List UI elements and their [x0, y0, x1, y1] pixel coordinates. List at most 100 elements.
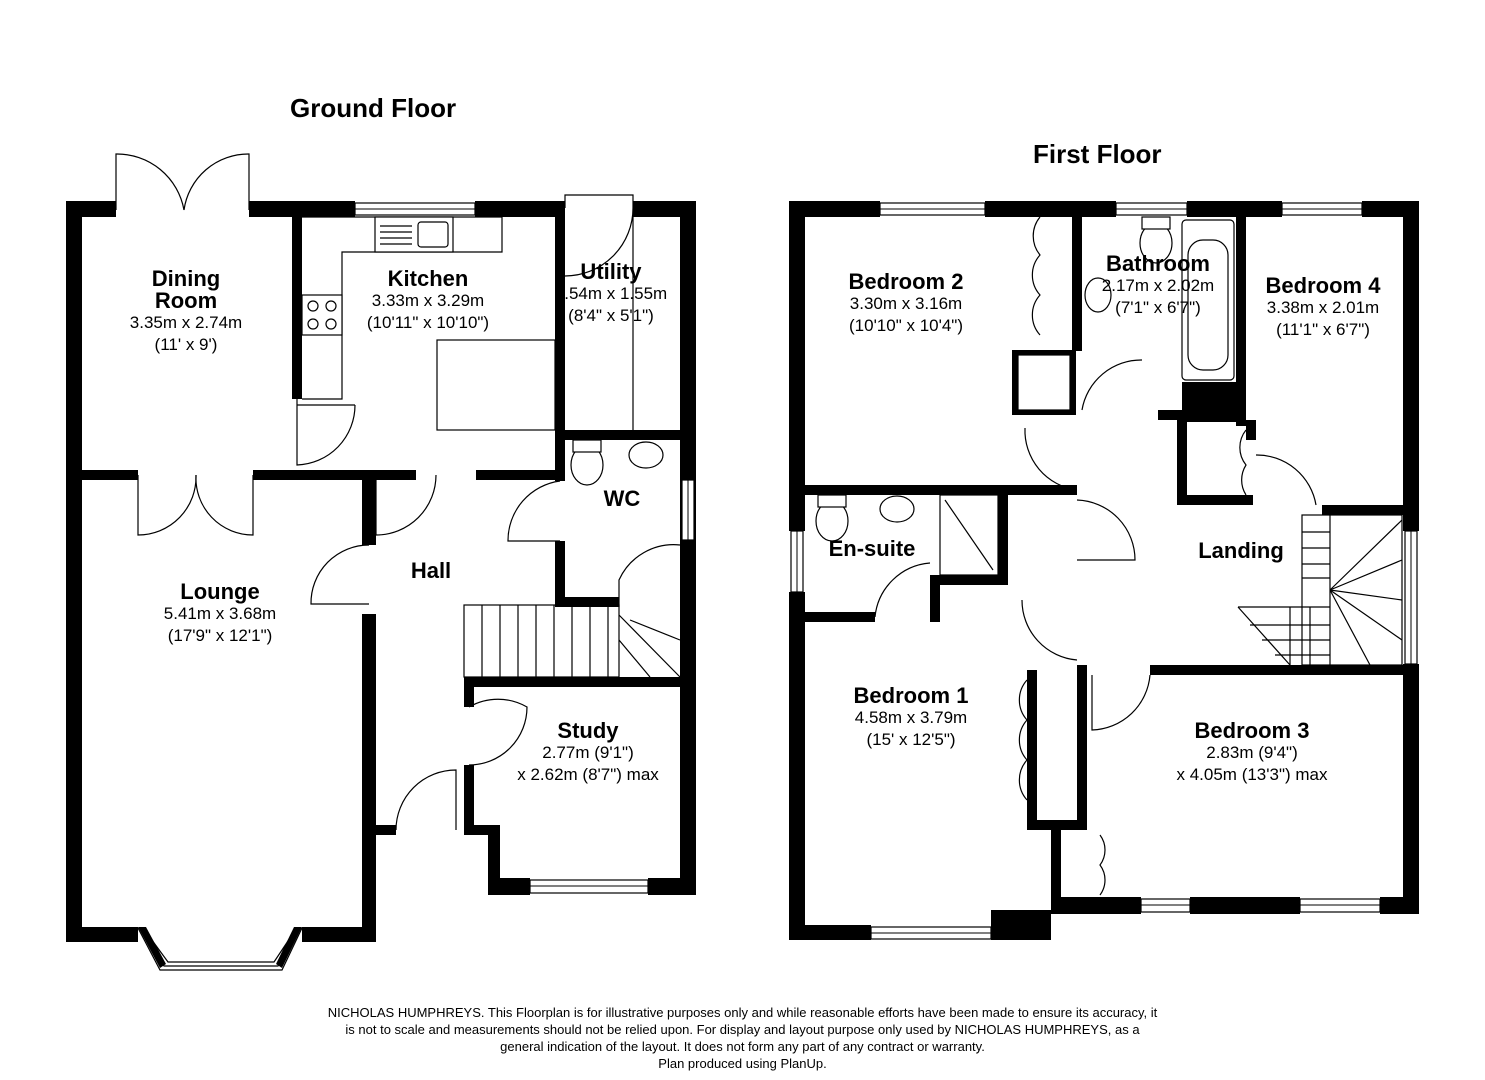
room-label-wc: WC: [604, 488, 641, 510]
wall: [930, 575, 1008, 585]
wall: [464, 765, 474, 831]
wall: [1077, 665, 1087, 825]
door-swing: [310, 544, 370, 605]
floor-title-ground: Ground Floor: [290, 93, 457, 123]
door-swing: [1255, 454, 1317, 506]
wall: [985, 201, 1116, 217]
room-name: Bedroom 2: [848, 269, 964, 294]
room-label-kitchen: Kitchen 3.33m x 3.29m (10'11" x 10'10"): [367, 268, 489, 334]
basin: [1084, 277, 1112, 313]
hob: [301, 294, 343, 336]
wall: [555, 201, 565, 481]
wall: [464, 825, 500, 835]
room-name: Lounge: [180, 579, 260, 604]
room-dimensions: 3.35m x 2.74m: [129, 313, 243, 332]
wall: [362, 470, 376, 545]
wall: [680, 201, 696, 895]
door-swing: [1024, 427, 1078, 491]
wall: [1190, 897, 1300, 914]
room-label-bedroom2: Bedroom 2 3.30m x 3.16m (10'10" x 10'4"): [849, 271, 964, 337]
disclaimer-line: Plan produced using PlanUp.: [658, 1056, 827, 1071]
wall: [376, 470, 416, 480]
wall: [1177, 420, 1187, 505]
wall: [1403, 664, 1419, 914]
door-swing: [564, 194, 634, 208]
wall: [488, 825, 500, 895]
room-dimensions: (15' x 12'5"): [866, 730, 956, 749]
wardrobe-doors: [1031, 216, 1041, 336]
basin: [879, 495, 915, 523]
room-label-bedroom3: Bedroom 3 2.83m (9'4") x 4.05m (13'3") m…: [1177, 720, 1328, 786]
room-name: Bedroom 1: [853, 683, 969, 708]
room-dimensions: 2.54m x 1.55m: [554, 284, 668, 303]
room-dimensions: 2.83m (9'4"): [1206, 743, 1298, 762]
room-name: Dining: [151, 266, 221, 291]
wall: [1182, 382, 1236, 422]
room-dimensions: (10'11" x 10'10"): [366, 313, 490, 332]
wall: [930, 575, 940, 622]
wall: [362, 614, 376, 942]
room-label-landing: Landing: [1198, 540, 1284, 562]
wall: [1177, 495, 1253, 505]
room-dimensions: (7'1" x 6'7"): [1115, 298, 1201, 317]
room-label-hall: Hall: [411, 560, 451, 582]
wall: [253, 470, 365, 480]
wardrobe-doors: [1099, 834, 1106, 896]
wall: [1051, 897, 1141, 914]
wall: [66, 201, 82, 942]
wall: [555, 430, 690, 440]
room-name: Bedroom 3: [1194, 718, 1310, 743]
wall: [648, 878, 696, 895]
wall: [464, 677, 474, 707]
wall: [475, 201, 565, 217]
room-dimensions: (10'10" x 10'4"): [848, 316, 964, 335]
door-swing: [1081, 359, 1143, 411]
room-name: Bathroom: [1106, 251, 1210, 276]
room-name: Landing: [1198, 538, 1284, 563]
wall: [1027, 820, 1087, 830]
door-swing: [618, 544, 681, 607]
wall: [1072, 201, 1082, 351]
wall: [1322, 505, 1419, 515]
wall: [789, 925, 871, 940]
wall: [1027, 670, 1037, 830]
disclaimer-line: NICHOLAS HUMPHREYS. This Floorplan is fo…: [327, 1005, 1158, 1020]
room-name: Hall: [410, 558, 452, 583]
wall: [1150, 665, 1403, 675]
wall: [302, 927, 376, 942]
wardrobe-doors: [1018, 679, 1028, 801]
room-label-study: Study 2.77m (9'1") x 2.62m (8'7") max: [517, 720, 659, 786]
room-dimensions: 3.30m x 3.16m: [849, 294, 963, 313]
room-label-bedroom1: Bedroom 1 4.58m x 3.79m (15' x 12'5"): [854, 685, 969, 751]
door-swing: [375, 474, 437, 536]
room-name: Kitchen: [387, 266, 469, 291]
wall: [370, 825, 396, 835]
floor-title-first: First Floor: [1033, 139, 1162, 169]
wall: [464, 677, 696, 687]
room-dimensions: (11' x 9'): [154, 335, 218, 354]
wall: [805, 612, 875, 622]
wall: [789, 201, 805, 531]
wall: [292, 201, 302, 399]
wall: [805, 485, 1077, 495]
wall: [1403, 201, 1419, 531]
room-name: Room: [154, 288, 218, 313]
wall: [488, 878, 530, 895]
door-swing: [183, 153, 250, 211]
door-swing: [564, 207, 634, 277]
room-dimensions: 5.41m x 3.68m: [163, 604, 277, 623]
room-dimensions: 2.17m x 2.02m: [1101, 276, 1215, 295]
wall: [1158, 410, 1186, 420]
door-swing: [1021, 599, 1078, 661]
wall: [998, 495, 1008, 575]
room-label-utility: Utility 2.54m x 1.55m (8'4" x 5'1"): [555, 261, 667, 327]
door-swing: [115, 153, 185, 211]
wall: [789, 201, 880, 217]
room-label-lounge: Lounge 5.41m x 3.68m (17'9" x 12'1"): [164, 581, 276, 647]
room-label-bedroom4: Bedroom 4 3.38m x 2.01m (11'1" x 6'7"): [1266, 275, 1381, 341]
disclaimer: NICHOLAS HUMPHREYS. This Floorplan is fo…: [0, 1004, 1485, 1072]
wardrobe-doors: [1239, 429, 1247, 496]
wall: [1187, 201, 1282, 217]
door-swing: [468, 698, 528, 766]
